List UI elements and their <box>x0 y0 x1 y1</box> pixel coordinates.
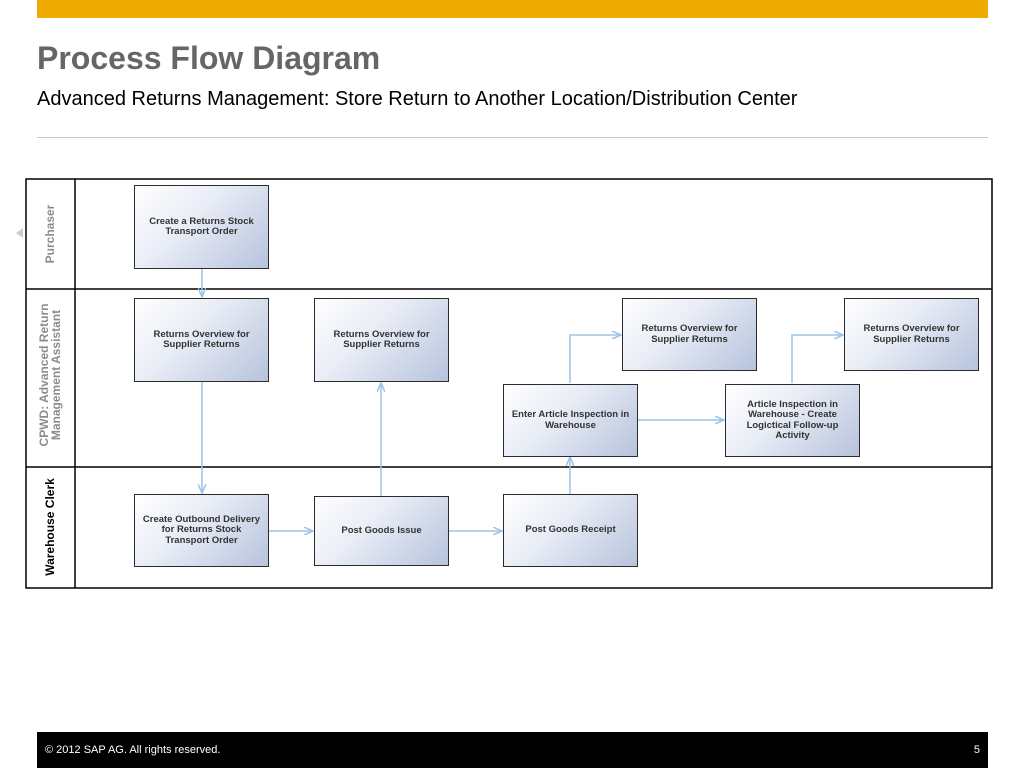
step-returns-overview-2: Returns Overview for Supplier Returns <box>314 298 449 382</box>
step-returns-overview-4: Returns Overview for Supplier Returns <box>844 298 979 371</box>
lane-label-warehouse-clerk: Warehouse Clerk <box>43 478 57 576</box>
brand-bar <box>37 0 988 18</box>
step-returns-overview-3: Returns Overview for Supplier Returns <box>622 298 757 371</box>
page-subtitle: Advanced Returns Management: Store Retur… <box>37 88 798 110</box>
arrow-followup-to-overview <box>791 335 843 383</box>
footer-bar: © 2012 SAP AG. All rights reserved. 5 <box>37 732 988 768</box>
page-title: Process Flow Diagram <box>37 40 381 76</box>
page-number: 5 <box>973 744 980 756</box>
header-divider <box>37 137 988 138</box>
copyright-notice: © 2012 SAP AG. All rights reserved. <box>45 744 221 756</box>
step-enter-article-inspection: Enter Article Inspection in Warehouse <box>503 384 638 457</box>
decorative-marker <box>16 228 23 238</box>
arrow-inspection-to-overview <box>569 335 621 383</box>
lane-label-purchaser: Purchaser <box>43 204 57 264</box>
step-article-inspection-follow-up: Article Inspection in Warehouse - Create… <box>725 384 860 457</box>
step-returns-overview-1: Returns Overview for Supplier Returns <box>134 298 269 382</box>
swimlane-frame <box>25 178 993 589</box>
lane-label-cpwd: CPWD: Advanced Return Management Assista… <box>37 303 63 447</box>
step-post-goods-receipt: Post Goods Receipt <box>503 494 638 567</box>
step-create-stock-transport-order: Create a Returns Stock Transport Order <box>134 185 269 269</box>
step-create-outbound-delivery: Create Outbound Delivery for Returns Sto… <box>134 494 269 567</box>
step-post-goods-issue: Post Goods Issue <box>314 496 449 566</box>
